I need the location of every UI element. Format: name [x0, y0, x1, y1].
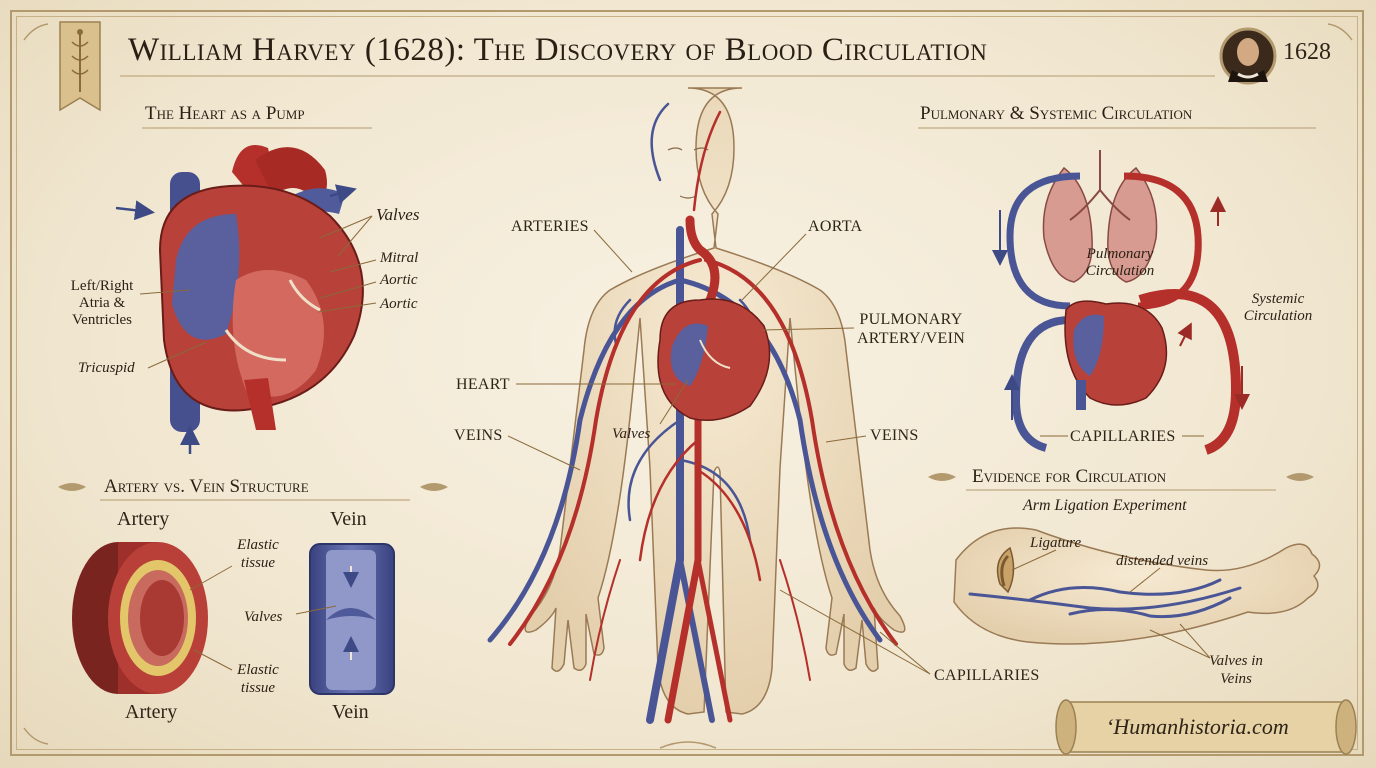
systemic-circulation-line1: Systemic	[1251, 291, 1305, 307]
artery-bottom-label: Artery	[125, 701, 178, 723]
circulation-capillaries-label: CAPILLARIES	[1070, 428, 1176, 445]
aortic-label-2: Aortic	[380, 296, 418, 312]
circulation-heading: Pulmonary & Systemic Circulation	[920, 103, 1193, 124]
elastic-tissue-2-line1: Elastic	[237, 662, 279, 678]
year-label: 1628	[1283, 39, 1331, 65]
circulation-loop-illustration	[992, 150, 1250, 455]
heart-label: HEART	[456, 376, 510, 393]
pump-heart-illustration	[115, 145, 377, 454]
arm-ligation-illustration	[953, 527, 1321, 659]
chambers-label-line2: Atria &	[78, 295, 126, 311]
vein-cross-section	[295, 543, 395, 695]
arteries-label: ARTERIES	[511, 218, 589, 235]
aortic-label-1: Aortic	[380, 272, 418, 288]
evidence-heading: Evidence for Circulation	[972, 466, 1167, 487]
chambers-label-line1: Left/Right	[70, 278, 134, 294]
vein-valves-line1: Valves in	[1209, 653, 1263, 669]
veins-right-label: VEINS	[870, 427, 919, 444]
body-capillaries-label: CAPILLARIES	[934, 667, 1040, 684]
pulmonary-circulation-line1: Pulmonary	[1086, 246, 1154, 262]
page-title: William Harvey (1628): The Discovery of …	[128, 32, 988, 68]
human-body-figure	[487, 87, 931, 724]
distended-veins-label: distended veins	[1116, 553, 1209, 569]
heart-valves-label: Valves	[376, 205, 420, 224]
systemic-circulation-line2: Circulation	[1243, 308, 1313, 324]
veins-left-label: VEINS	[454, 427, 503, 444]
evidence-subheading: Arm Ligation Experiment	[1023, 497, 1187, 514]
elastic-tissue-1-line2: tissue	[240, 555, 276, 571]
body-valves-label: Valves	[612, 426, 651, 442]
william-harvey-portrait-icon	[1219, 27, 1277, 85]
mitral-label: Mitral	[380, 250, 419, 266]
pulmonary-circulation-line2: Circulation	[1085, 263, 1155, 279]
aorta-label: AORTA	[808, 218, 863, 235]
website-link[interactable]: ‘Humanhistoria.com	[1106, 714, 1289, 739]
vein-top-label: Vein	[330, 508, 367, 530]
elastic-tissue-1-line1: Elastic	[237, 537, 279, 553]
elastic-tissue-2-line2: tissue	[240, 680, 276, 696]
vein-valves-label: Valves	[244, 609, 283, 625]
caduceus-banner-icon	[59, 21, 101, 112]
chambers-label-line3: Ventricles	[72, 312, 132, 328]
flourish-ornaments	[58, 473, 1314, 491]
website-scroll	[1055, 699, 1357, 755]
vein-bottom-label: Vein	[332, 701, 369, 723]
artery-top-label: Artery	[117, 508, 170, 530]
vein-valves-line2: Veins	[1220, 671, 1252, 687]
pulmonary-label-line1: PULMONARY	[859, 311, 963, 328]
heart-pump-heading: The Heart as a Pump	[145, 103, 305, 124]
vessel-heading: Artery vs. Vein Structure	[104, 476, 309, 497]
pulmonary-label-line2: ARTERY/VEIN	[856, 330, 966, 347]
tricuspid-label: Tricuspid	[78, 360, 135, 376]
ligature-label: Ligature	[1030, 535, 1082, 551]
artery-cross-section	[72, 542, 233, 694]
